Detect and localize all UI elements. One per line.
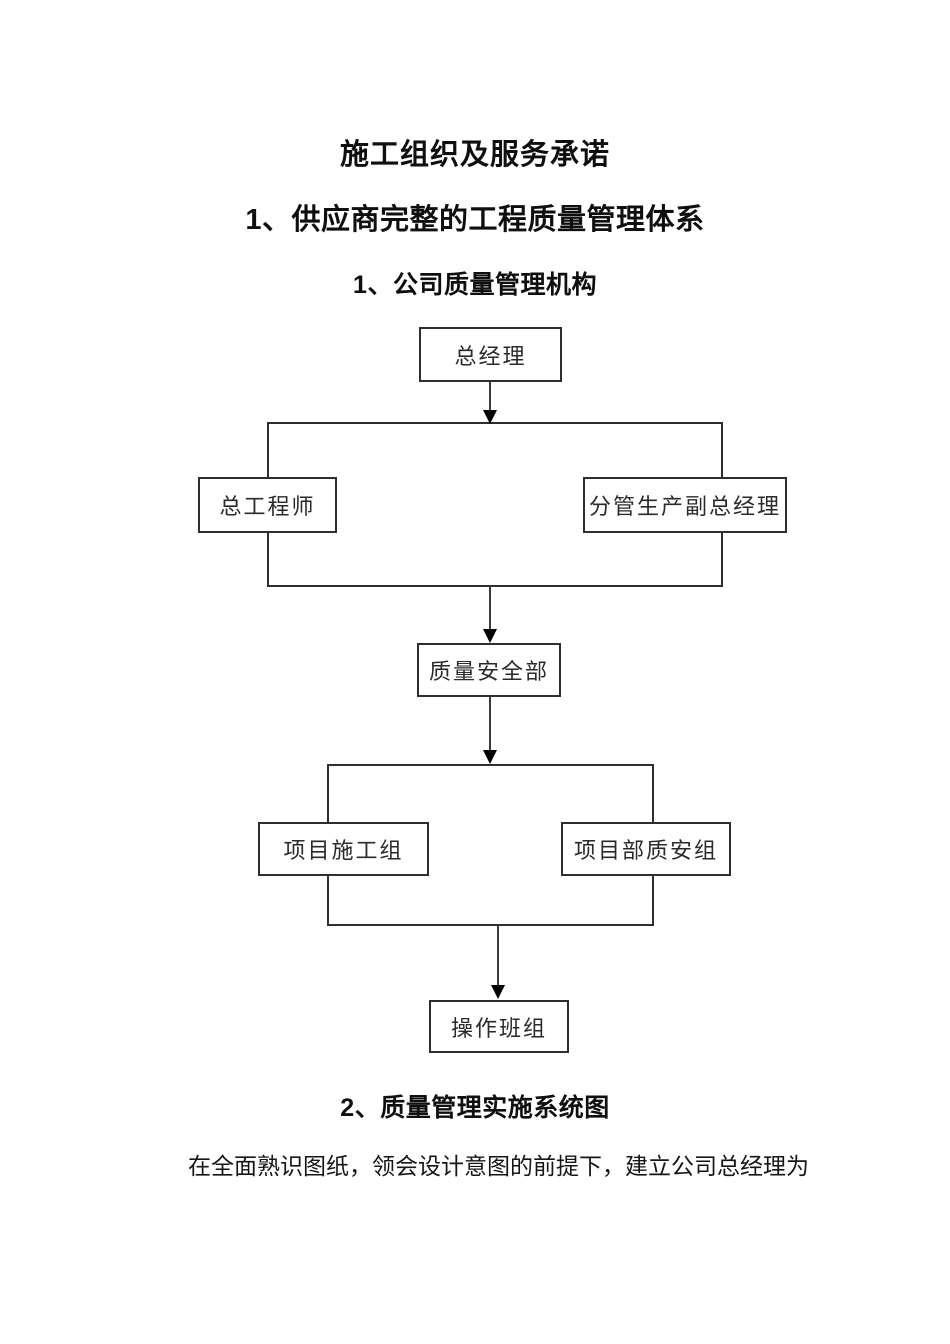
body-paragraph: 在全面熟识图纸，领会设计意图的前提下，建立公司总经理为 (188, 1154, 809, 1179)
arrowhead-gm-to-tier2 (483, 410, 497, 424)
section-heading: 1、供应商完整的工程质量管理体系 (245, 204, 705, 236)
arrowhead-qsd-to-tier4 (483, 750, 497, 764)
org-node-deputy-gm-production: 分管生产副总经理 (583, 477, 787, 533)
org-node-quality-safety-dept: 质量安全部 (417, 643, 561, 697)
org-node-operation-team: 操作班组 (429, 1000, 569, 1053)
arrowhead-tier2-to-qsd (483, 629, 497, 643)
org-node-general-manager: 总经理 (419, 327, 562, 382)
document-title: 施工组织及服务承诺 (339, 139, 610, 171)
org-node-chief-engineer: 总工程师 (198, 477, 337, 533)
org-node-project-construction-group: 项目施工组 (258, 822, 429, 876)
org-node-project-dept-quality-safety-group: 项目部质安组 (561, 822, 731, 876)
subsection-heading-company-quality-org: 1、公司质量管理机构 (353, 271, 597, 299)
arrowhead-tier4-to-operation (491, 985, 505, 999)
subsection-heading-quality-implementation-diagram: 2、质量管理实施系统图 (340, 1094, 610, 1122)
